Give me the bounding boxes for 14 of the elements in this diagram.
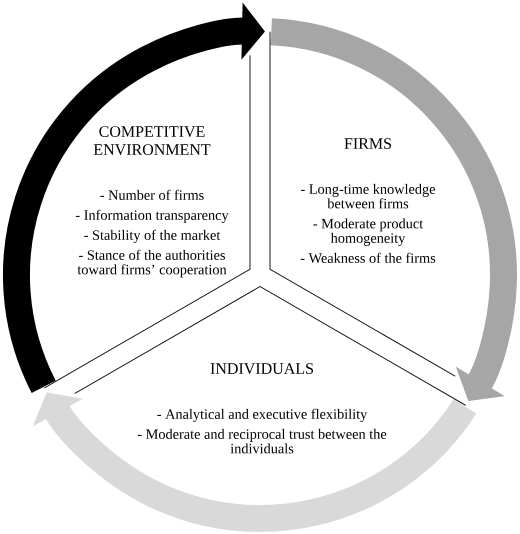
list-item: - Moderate product homogeneity bbox=[313, 218, 424, 246]
cycle-segment bbox=[74, 286, 466, 454]
list-item: - Number of firms bbox=[100, 190, 204, 200]
list-item: - Stability of the market bbox=[84, 230, 220, 243]
section-heading: COMPETITIVE ENVIRONMENT bbox=[94, 126, 210, 156]
list-item: - Information transparency bbox=[76, 210, 229, 223]
curved-arrow bbox=[270, 18, 517, 401]
section-heading: INDIVIDUALS bbox=[210, 363, 313, 374]
section-heading: FIRMS bbox=[344, 138, 392, 149]
list-item: - Long-time knowledge between firms bbox=[301, 184, 436, 208]
list-item: - Stance of the authorities toward firms’ cooperation bbox=[78, 250, 226, 278]
list-item: - Analytical and executive flexibility bbox=[157, 408, 368, 422]
list-item: - Weakness of the firms bbox=[300, 252, 436, 263]
list-item: - Moderate and reciprocal trust between the individuals bbox=[138, 428, 386, 454]
